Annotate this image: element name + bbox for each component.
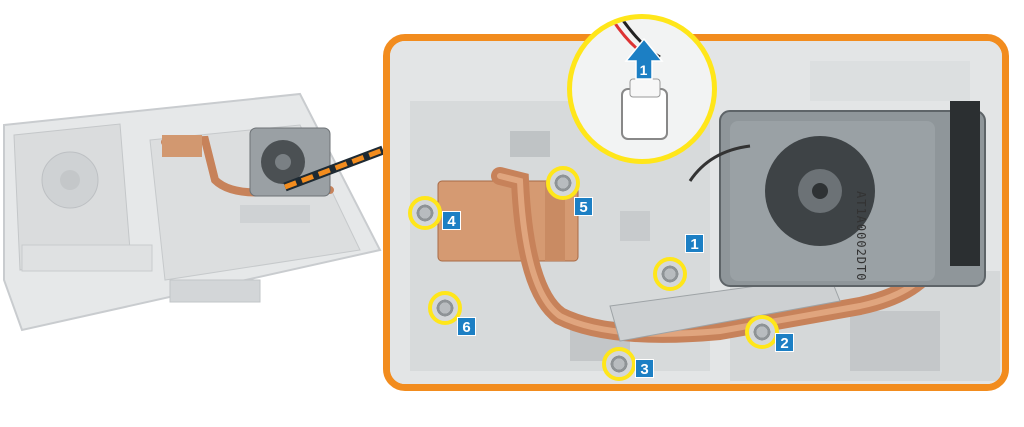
- callout-step-number: 1: [639, 62, 648, 78]
- connector-callout: 1: [567, 14, 717, 164]
- screw-5[interactable]: [546, 166, 580, 200]
- screw-4[interactable]: [408, 196, 442, 230]
- screw-number-badge: 3: [635, 359, 654, 378]
- screw-2[interactable]: [745, 315, 779, 349]
- laptop-overview-image: [0, 80, 390, 340]
- screw-1[interactable]: [653, 257, 687, 291]
- screw-number-badge: 1: [685, 234, 704, 253]
- screw-number-badge: 6: [457, 317, 476, 336]
- screw-3[interactable]: [602, 347, 636, 381]
- screw-6[interactable]: [428, 291, 462, 325]
- screw-number-badge: 4: [442, 211, 461, 230]
- screw-number-badge: 5: [574, 197, 593, 216]
- screw-number-badge: 2: [775, 333, 794, 352]
- fan-serial-label: AT1A0002DT0: [854, 191, 868, 282]
